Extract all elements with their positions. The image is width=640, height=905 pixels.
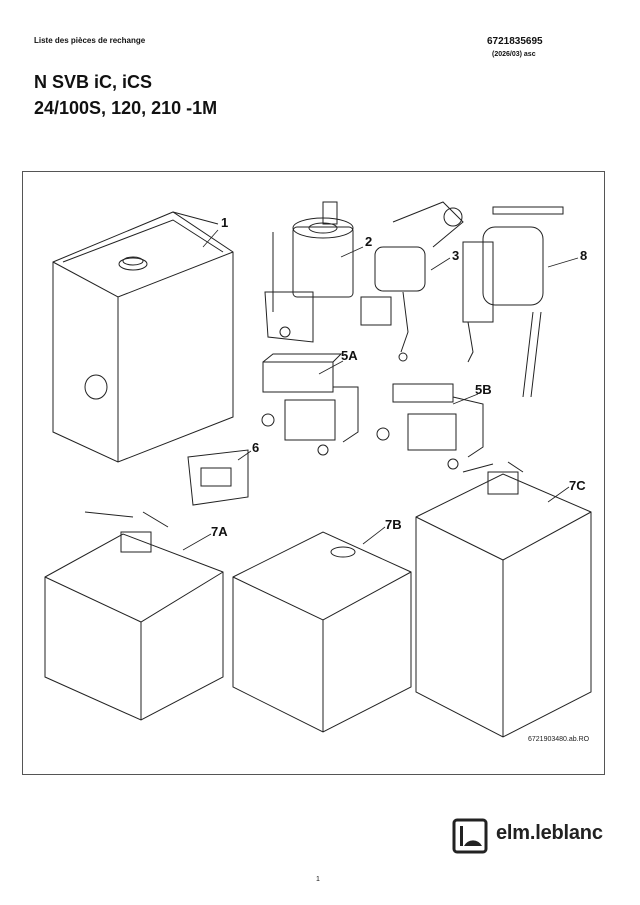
callout-5b: 5B xyxy=(475,382,492,397)
leader-lines xyxy=(182,229,579,551)
callout-2: 2 xyxy=(365,234,372,249)
product-title-line2: 24/100S, 120, 210 -1M xyxy=(34,98,218,118)
callout-7c: 7C xyxy=(569,478,586,493)
brand-mark-icon xyxy=(452,818,488,854)
burner-fan xyxy=(360,201,464,362)
callout-3: 3 xyxy=(452,248,459,263)
heat-exchanger xyxy=(264,201,354,343)
callout-8: 8 xyxy=(580,248,587,263)
brand-name: elm.leblanc xyxy=(496,822,603,844)
callout-1: 1 xyxy=(221,215,228,230)
hydraulic-block-5a xyxy=(261,353,359,456)
page-number: 1 xyxy=(316,876,320,883)
drawing-reference: 6721903480.ab.RO xyxy=(528,736,590,743)
drawing-canvas: 1 2 3 8 5A 5B 6 7A 7B 7C 6721903480.ab.R… xyxy=(44,201,592,743)
storage-tank-7c xyxy=(415,461,592,738)
exploded-drawing: 1 2 3 8 5A 5B 6 7A 7B 7C 6721903480.ab.R… xyxy=(22,171,605,775)
document-subtitle: Liste des pièces de rechange xyxy=(34,36,146,45)
callout-7b: 7B xyxy=(385,517,402,532)
control-unit xyxy=(187,449,249,506)
storage-tank-7a xyxy=(44,511,224,721)
storage-tank-7b xyxy=(232,531,412,733)
boiler-casing xyxy=(52,211,234,463)
callout-6: 6 xyxy=(252,440,259,455)
expansion-vessel xyxy=(462,206,564,398)
callout-7a: 7A xyxy=(211,524,228,539)
document-number: 6721835695 xyxy=(487,36,543,47)
document-date: (2026/03) asc xyxy=(492,51,536,58)
callout-5a: 5A xyxy=(341,348,358,363)
hydraulic-block-5b xyxy=(376,383,484,470)
brand-logo: elm.leblanc xyxy=(452,818,612,854)
product-title-line1: N SVB iC, iCS xyxy=(34,72,153,92)
